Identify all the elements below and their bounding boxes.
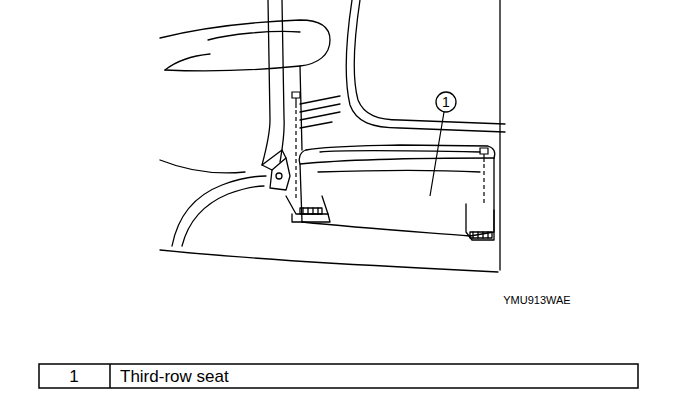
callout-number: 1 <box>442 95 450 109</box>
figure-code: YMU913WAE <box>503 295 570 306</box>
table-cell: Third-row seat <box>120 368 229 385</box>
table-cell: 1 <box>69 368 78 385</box>
